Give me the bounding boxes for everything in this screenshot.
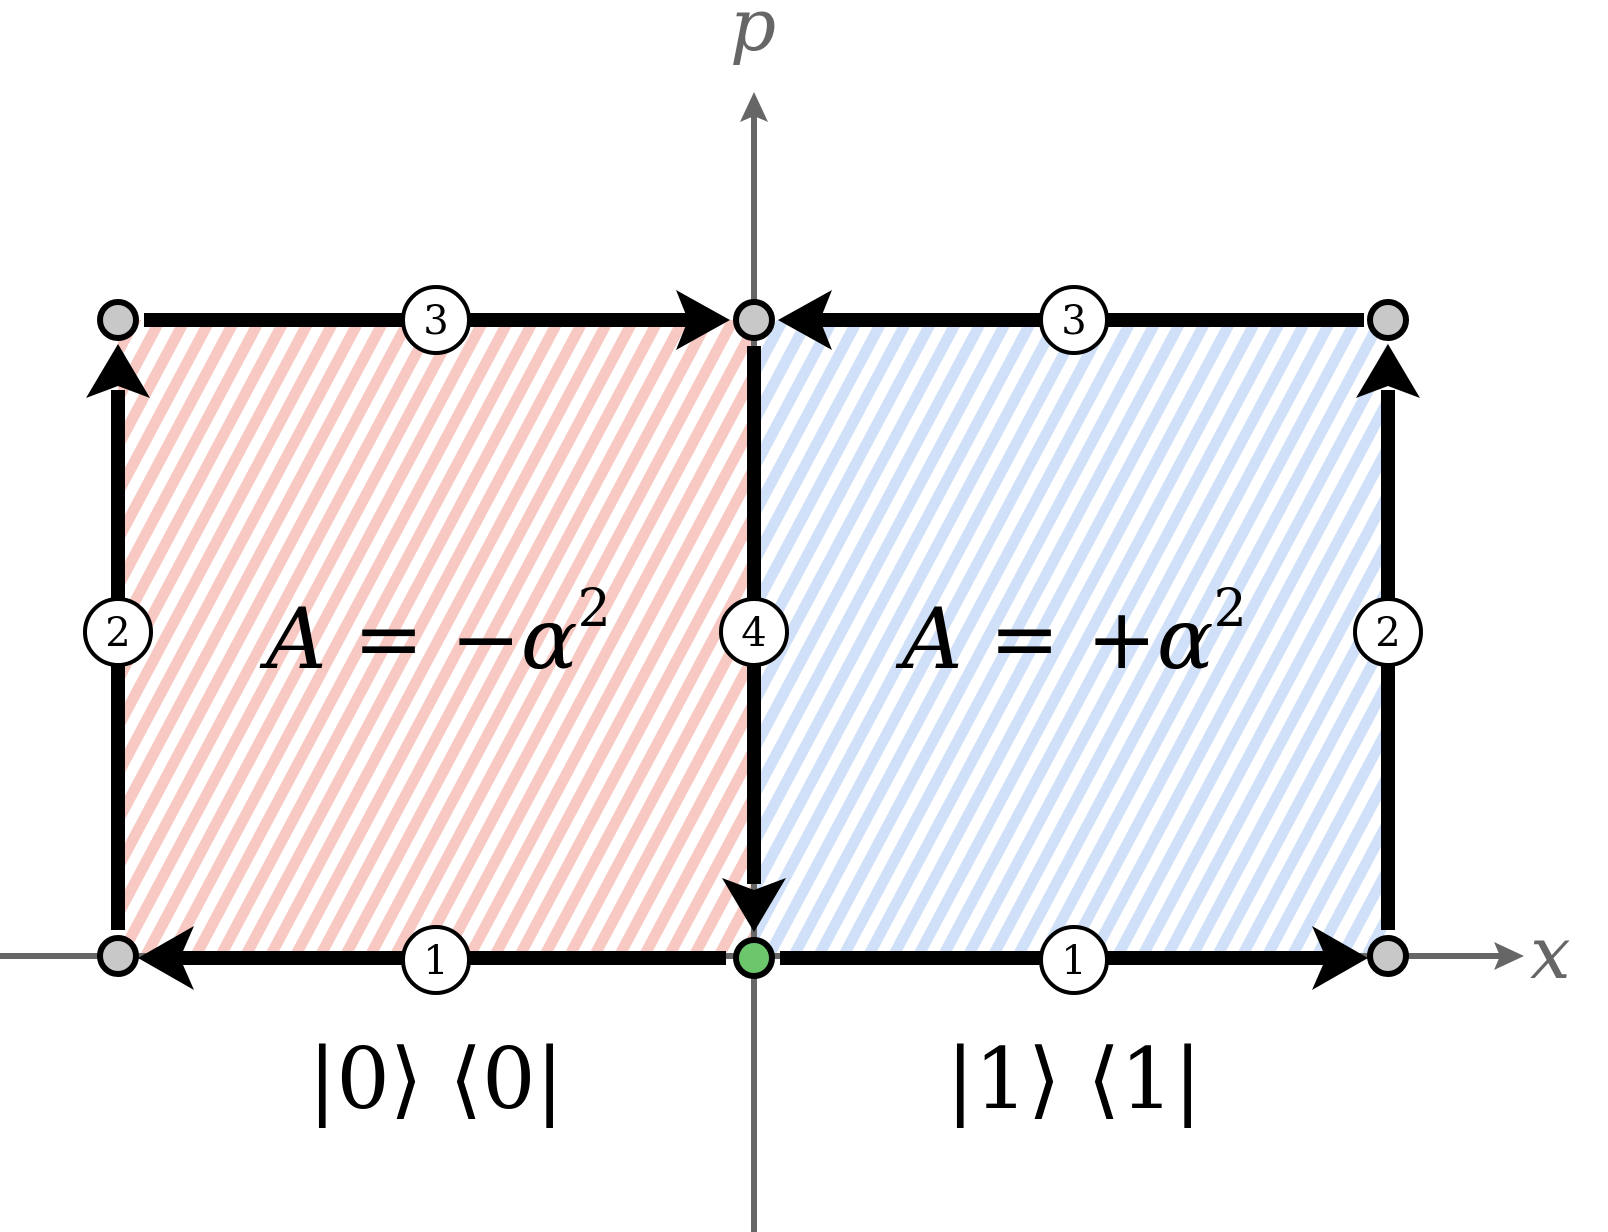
node-bottom-right — [1367, 935, 1409, 977]
step-badge-right-side: 2 — [1353, 597, 1423, 667]
svg-text:2: 2 — [105, 610, 130, 656]
step-badge-bottom-left: 1 — [401, 925, 471, 995]
svg-text:1: 1 — [1061, 938, 1086, 984]
arrowhead-top-right — [778, 290, 832, 350]
node-bottom-left — [97, 935, 139, 977]
nodes — [97, 299, 1409, 979]
svg-text:4: 4 — [741, 610, 766, 656]
x-axis-label: x — [1530, 911, 1571, 995]
p-axis-arrowhead — [740, 92, 768, 122]
step-badge-left-side: 2 — [83, 597, 153, 667]
left-region-hatch — [118, 320, 754, 956]
arrowhead-top-left — [676, 290, 730, 350]
svg-text:3: 3 — [1061, 298, 1086, 344]
node-top-right — [1367, 299, 1409, 341]
node-origin — [733, 937, 775, 979]
left-state-label: |0⟩ ⟨0| — [308, 1030, 564, 1128]
arrowhead-left-side — [86, 344, 150, 398]
svg-text:1: 1 — [423, 938, 448, 984]
svg-text:3: 3 — [423, 298, 448, 344]
node-top-left — [97, 299, 139, 341]
step-badges: 1 1 2 2 3 3 4 — [83, 285, 1423, 995]
arrowhead-center — [722, 878, 786, 932]
step-badge-center: 4 — [719, 597, 789, 667]
right-state-label: |1⟩ ⟨1| — [946, 1030, 1202, 1128]
step-badge-top-right: 3 — [1039, 285, 1109, 355]
arrowhead-bottom-left — [138, 926, 194, 990]
svg-text:2: 2 — [1375, 610, 1400, 656]
arrowhead-right-side — [1356, 344, 1420, 398]
left-area-label: A = −α2 — [259, 579, 611, 688]
right-region-hatch — [754, 320, 1388, 956]
p-axis-label: p — [730, 0, 776, 67]
arrowhead-bottom-right — [1312, 926, 1368, 990]
right-area-label: A = +α2 — [895, 579, 1247, 688]
node-top-center — [733, 299, 775, 341]
arrowheads — [86, 290, 1420, 990]
step-badge-top-left: 3 — [401, 285, 471, 355]
step-badge-bottom-right: 1 — [1039, 925, 1109, 995]
x-axis-arrowhead — [1494, 942, 1524, 970]
